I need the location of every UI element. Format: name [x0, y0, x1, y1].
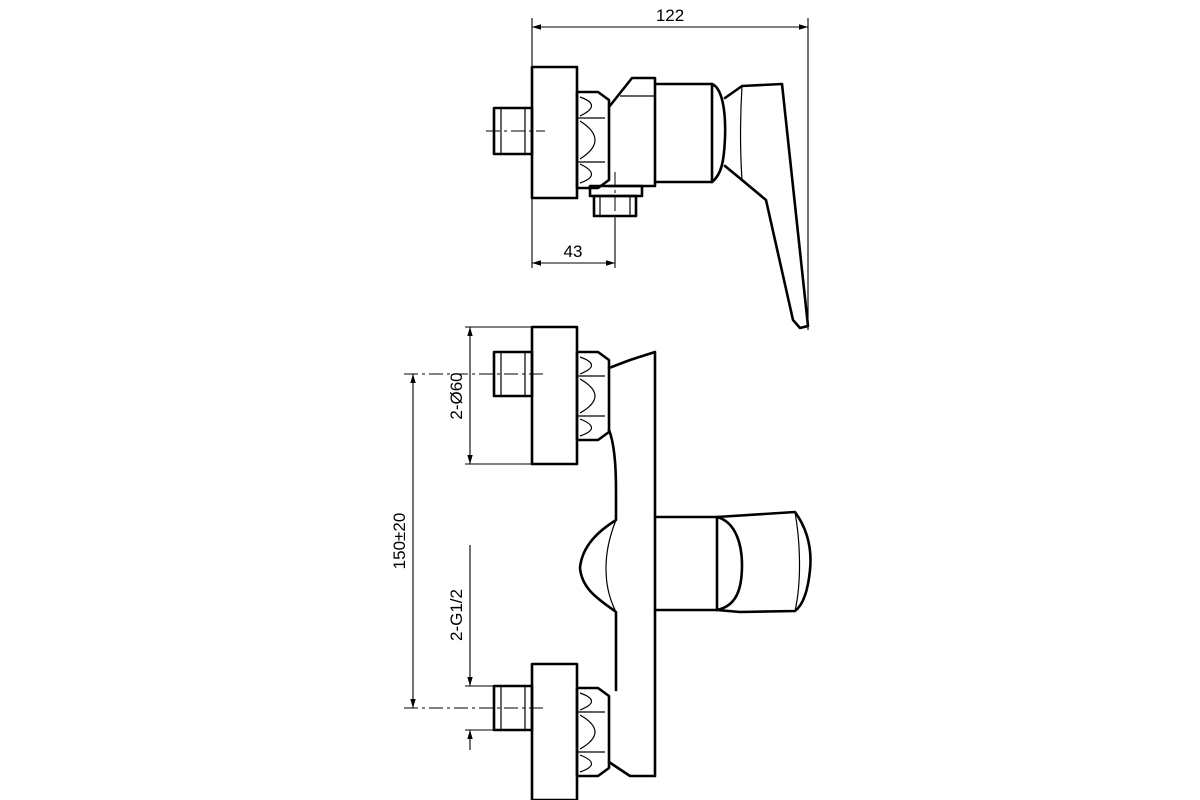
dim-label-center: 150±20 — [390, 513, 409, 570]
dimension-overall-width: 122 — [531, 6, 809, 330]
dim-label-43: 43 — [564, 242, 583, 261]
dimension-wall-depth: 43 — [532, 218, 616, 268]
dimension-flange-diameter: 2-Ø60 — [447, 326, 532, 465]
side-view-flange — [530, 65, 579, 200]
front-view: 2-Ø60 150±20 2-G1/2 — [390, 325, 812, 800]
side-view-body — [607, 76, 657, 188]
front-view-upper-flange — [530, 325, 579, 466]
front-view-lower-nut — [575, 686, 611, 778]
front-view-upper-nut — [575, 350, 611, 442]
side-view-hex-nut — [575, 90, 611, 190]
front-view-lever — [715, 510, 812, 614]
side-view-outlet — [588, 184, 644, 198]
dimension-thread: 2-G1/2 — [447, 545, 494, 750]
side-view-lever — [723, 82, 810, 330]
front-view-body-plate — [607, 350, 657, 778]
dim-label-thread: 2-G1/2 — [447, 589, 466, 641]
front-view-lower-flange — [530, 662, 579, 800]
dimension-center-distance: 150±20 — [390, 374, 416, 708]
dim-label-flange: 2-Ø60 — [447, 372, 466, 419]
front-view-cartridge — [653, 515, 719, 612]
side-view: 122 43 — [486, 6, 810, 330]
dim-label-122: 122 — [656, 6, 684, 25]
